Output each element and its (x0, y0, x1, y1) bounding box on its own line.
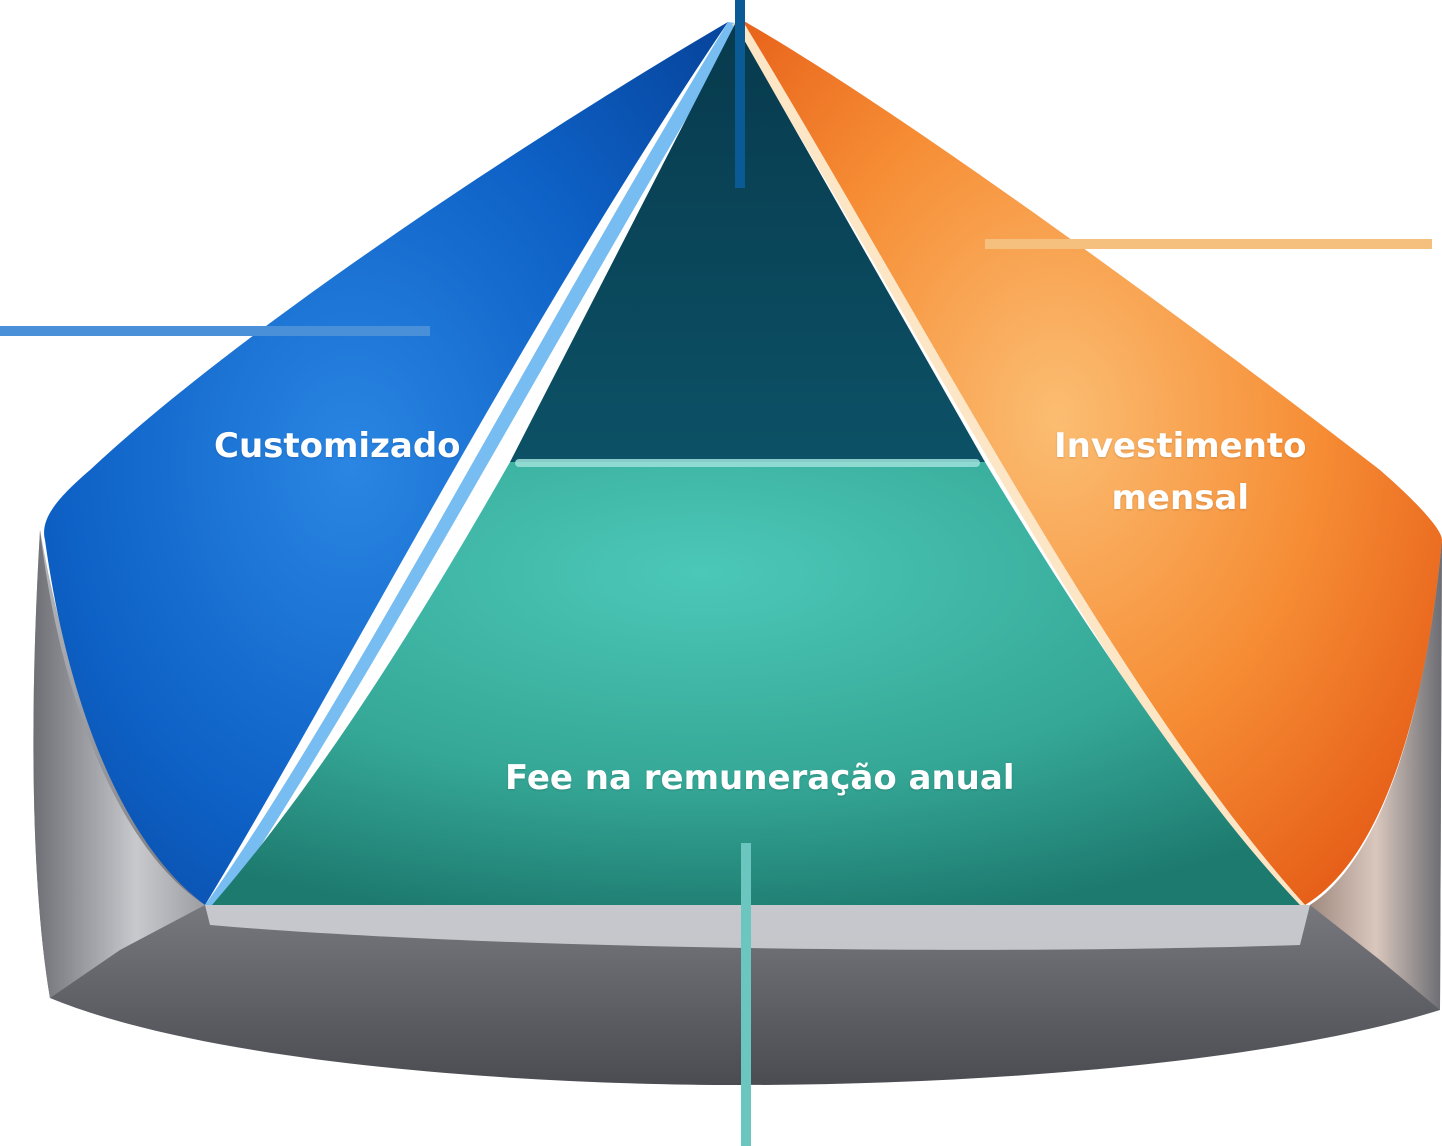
label-fee-remuneracao: Fee na remuneração anual (505, 752, 1014, 804)
label-fee-text: Fee na remuneração anual (505, 758, 1015, 798)
orange-segment (742, 20, 1442, 905)
orange-highlight-edge (732, 20, 1305, 905)
blue-segment (44, 22, 728, 905)
label-investimento-line2: mensal (1111, 478, 1250, 518)
base-side-left (33, 530, 205, 998)
base-rim (205, 905, 1310, 950)
blue-highlight-edge (205, 22, 742, 905)
label-customizado: Customizado (214, 420, 461, 472)
teal-segment (212, 462, 1300, 905)
label-investimento-mensal: Investimento mensal (1054, 420, 1307, 524)
dark-segment (510, 24, 985, 462)
base-side-right (1310, 540, 1442, 1010)
teal-top-highlight (515, 459, 980, 467)
label-customizado-text: Customizado (214, 426, 461, 466)
label-investimento-line1: Investimento (1054, 426, 1307, 466)
